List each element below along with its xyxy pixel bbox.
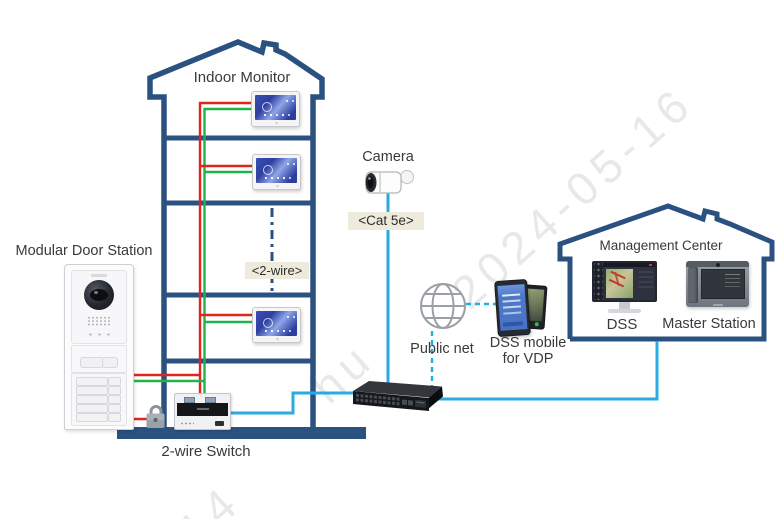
two-wire-terminal [205,397,216,403]
two-wire-tag: <2-wire> [245,262,309,279]
network-switch-device [353,381,443,412]
two-wire-switch-front [177,403,228,416]
door-station-logo [91,274,107,277]
dss-mobile-label-line1: DSS mobile [489,335,567,351]
modular-door-station-label: Modular Door Station [15,243,153,259]
two-wire-cables [130,101,254,421]
modular-door-station-device [64,264,134,430]
cat5e-tag: <Cat 5e> [348,212,424,230]
answer-button-icon [534,322,539,327]
camera-label: Camera [362,149,414,165]
master-station-handset [688,267,698,303]
indoor-monitor-screen [256,311,297,336]
door-station-speaker-grille [87,316,111,326]
master-station-label: Master Station [662,316,756,332]
dss-label: DSS [606,316,638,333]
door-station-call-button [102,357,118,368]
padlock-icon [146,405,165,428]
dss-map-panel [606,269,633,298]
dss-sidebar [594,263,603,300]
door-station-indicator-icons [86,331,112,338]
network-port [215,421,224,426]
public-net-globe-icon [420,283,466,329]
master-station-screen [701,269,745,299]
monitor-stand [619,302,630,309]
indoor-monitor-device-3 [252,307,301,343]
indoor-monitor-device-1 [251,91,300,127]
dss-tiles [639,271,653,289]
indoor-monitor-screen [255,95,296,120]
network-cables [226,191,659,415]
two-wire-switch-device [174,393,231,430]
dss-topbar [603,263,655,267]
dss-monitor-device [592,261,657,302]
door-station-call-button [80,357,104,368]
door-station-camera-icon [84,280,114,310]
residence-building-outline [117,39,366,439]
two-wire-terminal [184,397,195,403]
camera-icon [365,170,414,194]
indoor-monitor-label: Indoor Monitor [193,69,291,86]
management-center-label: Management Center [599,238,723,253]
two-wire-switch-label: 2-wire Switch [161,443,251,460]
public-net-label: Public net [410,341,474,357]
indoor-monitor-screen [256,158,297,183]
master-station-device [686,261,749,307]
indoor-monitor-device-2 [252,154,301,190]
monitor-base [608,309,641,313]
dss-mobile-phone [494,278,531,338]
master-station-camera-dot [715,263,720,267]
residence-ground-bar [117,427,366,439]
dss-mobile-label-line2: for VDP [502,351,554,367]
management-center-outline [557,203,775,342]
